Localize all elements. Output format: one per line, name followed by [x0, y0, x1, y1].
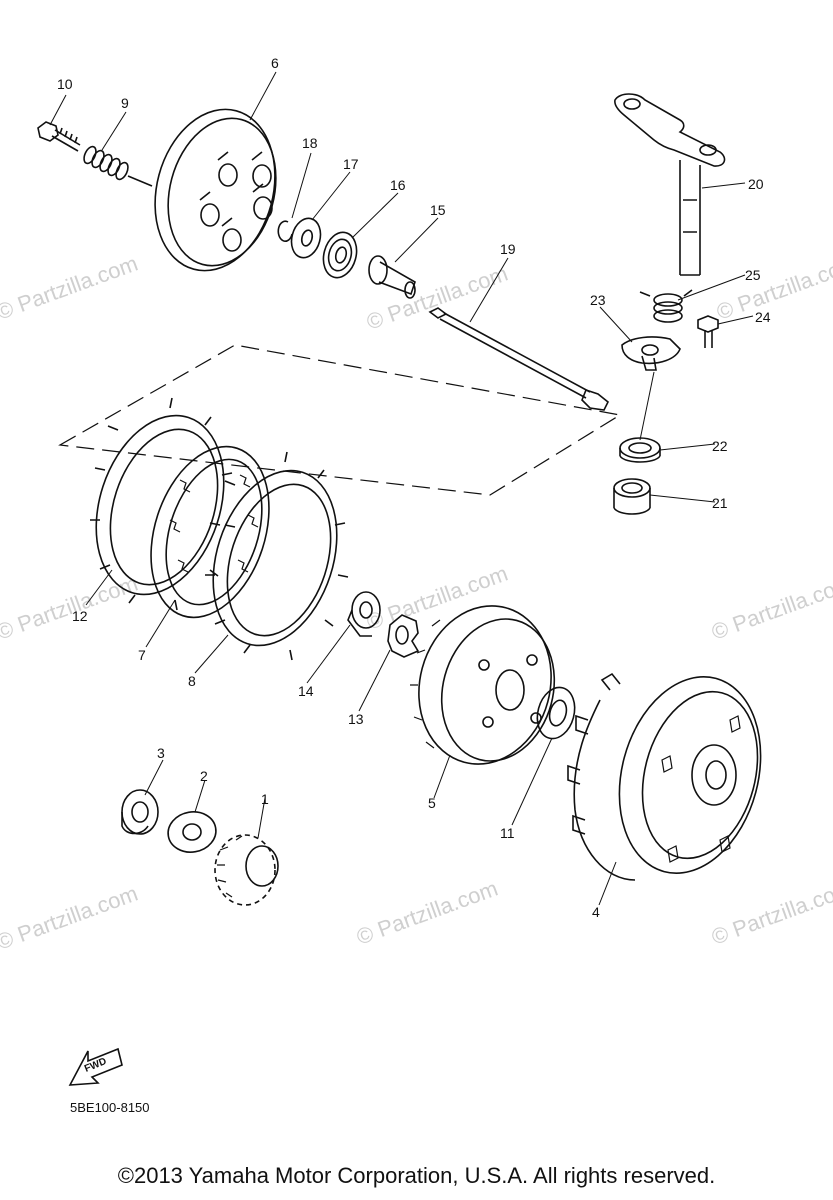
watermark-5: © Partzilla.com [363, 561, 511, 635]
watermark-4: © Partzilla.com [0, 571, 141, 645]
part-24-bolt [697, 315, 719, 348]
part-18-circlip [277, 220, 293, 243]
part-25-spring [639, 289, 693, 323]
watermark-7: © Partzilla.com [0, 881, 141, 955]
callout-1: 1 [261, 791, 269, 807]
part-15-push-rod [368, 255, 416, 299]
part-10-bolt [37, 121, 81, 152]
callout-24: 24 [755, 309, 771, 325]
leader-lines [49, 71, 754, 906]
callout-25: 25 [745, 267, 761, 283]
callout-labels: 1 2 3 4 5 6 7 8 9 10 11 12 13 14 15 16 1… [57, 55, 771, 920]
callout-10: 10 [57, 76, 73, 92]
callout-7: 7 [138, 647, 146, 663]
part-2-washer [167, 811, 217, 853]
part-21-bushing [613, 478, 651, 515]
part-4-clutch-housing [567, 672, 762, 881]
callout-20: 20 [748, 176, 764, 192]
callout-23: 23 [590, 292, 606, 308]
part-23-plate [621, 336, 681, 371]
part-20-lever-shaft [614, 93, 726, 276]
callout-2: 2 [200, 768, 208, 784]
callout-18: 18 [302, 135, 318, 151]
watermark-8: © Partzilla.com [353, 876, 501, 950]
callout-22: 22 [712, 438, 728, 454]
watermarks: © Partzilla.com © Partzilla.com © Partzi… [0, 251, 833, 955]
callout-8: 8 [188, 673, 196, 689]
watermark-3: © Partzilla.com [713, 251, 833, 325]
diagram-code: 5BE100-8150 [70, 1100, 150, 1115]
callout-11: 11 [500, 825, 515, 841]
callout-15: 15 [430, 202, 446, 218]
part-7-clutch-plate [150, 445, 270, 619]
callout-6: 6 [271, 55, 279, 71]
callout-19: 19 [500, 241, 516, 257]
part-14-nut [347, 591, 381, 637]
callout-12: 12 [72, 608, 88, 624]
part-17-washer [290, 217, 322, 259]
part-11-washer [536, 686, 576, 740]
clutch-exploded-diagram: © Partzilla.com © Partzilla.com © Partzi… [0, 55, 833, 1086]
watermark-9: © Partzilla.com [708, 876, 833, 950]
part-22-oil-seal [619, 437, 661, 463]
part-13-lock-washer [387, 614, 420, 658]
part-3-nut [121, 789, 159, 835]
callout-14: 14 [298, 683, 314, 699]
callout-17: 17 [343, 156, 359, 172]
part-8-friction-plate [205, 451, 349, 661]
callout-3: 3 [157, 745, 165, 761]
part-16-bearing [322, 231, 358, 279]
watermark-2: © Partzilla.com [363, 261, 511, 335]
part-12-friction-plate [90, 397, 236, 611]
watermark-1: © Partzilla.com [0, 251, 141, 325]
copyright-notice: ©2013 Yamaha Motor Corporation, U.S.A. A… [117, 1163, 716, 1188]
callout-4: 4 [592, 904, 600, 920]
fwd-arrow-icon: FWD [68, 1047, 123, 1086]
callout-9: 9 [121, 95, 129, 111]
part-1-primary-gear [214, 834, 279, 906]
watermark-6: © Partzilla.com [708, 571, 833, 645]
part-5-clutch-boss [410, 605, 556, 765]
part-9-spring [83, 145, 153, 187]
callout-5: 5 [428, 795, 436, 811]
part-6-pressure-plate [154, 108, 277, 272]
callout-16: 16 [390, 177, 406, 193]
assembly-box [58, 344, 622, 496]
part-19-push-rod [428, 307, 610, 411]
callout-21: 21 [712, 495, 728, 511]
callout-13: 13 [348, 711, 364, 727]
leader-23-22 [639, 371, 655, 441]
